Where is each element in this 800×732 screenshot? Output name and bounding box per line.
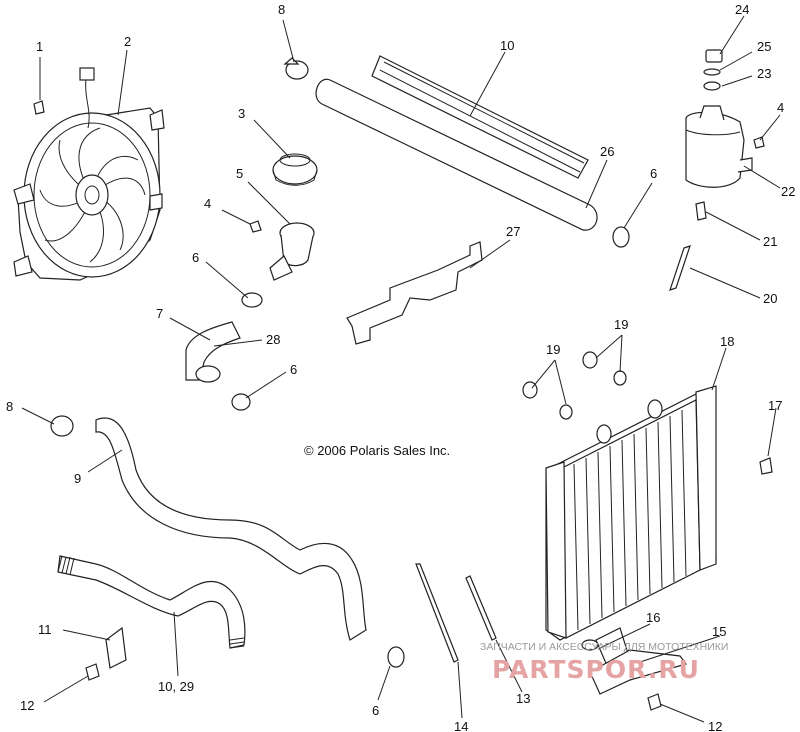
clamp-6d (387, 646, 405, 668)
callout-12a: 12 (20, 698, 34, 713)
callout-14: 14 (454, 719, 468, 732)
ring-23 (703, 81, 721, 91)
fan-assembly (13, 67, 165, 281)
radiator-cap-3 (272, 153, 318, 186)
clip-11 (105, 626, 127, 669)
callout-24: 24 (735, 2, 749, 17)
grommet-16 (581, 639, 599, 651)
filler-neck-5 (269, 222, 315, 281)
clamp-6c (612, 226, 630, 248)
clamp-8-left (50, 415, 74, 437)
tube-26 (315, 78, 598, 231)
callout-22: 22 (781, 184, 795, 199)
callout-6d: 6 (372, 703, 379, 718)
callout-19a: 19 (546, 342, 560, 357)
hose-7 (185, 321, 241, 381)
callout-6b: 6 (290, 362, 297, 377)
hose-9 (95, 417, 367, 641)
callout-5: 5 (236, 166, 243, 181)
leader-lines (21, 15, 781, 723)
clip-21 (695, 201, 707, 221)
callout-28: 28 (266, 332, 280, 347)
callout-21: 21 (763, 234, 777, 249)
callout-12b: 12 (708, 719, 722, 732)
clamp-6b (231, 393, 251, 411)
callout-4b: 4 (777, 100, 784, 115)
callout-19b: 19 (614, 317, 628, 332)
cap-24 (705, 49, 723, 63)
callout-17: 17 (768, 398, 782, 413)
callout-10a: 10 (500, 38, 514, 53)
radiator-18 (545, 385, 717, 669)
callout-23: 23 (757, 66, 771, 81)
callout-7: 7 (156, 306, 163, 321)
bolt-1 (33, 100, 45, 115)
bolt-12b (647, 693, 662, 711)
callout-15: 15 (712, 624, 726, 639)
bolt-12a (85, 663, 100, 681)
callout-2: 2 (124, 34, 131, 49)
rod-14 (415, 563, 459, 663)
callout-16: 16 (646, 610, 660, 625)
callout-6a: 6 (192, 250, 199, 265)
watermark-tagline: ЗАПЧАСТИ И АКСЕССУАРЫ ДЛЯ МОТОТЕХНИКИ (480, 641, 728, 653)
callout-18: 18 (720, 334, 734, 349)
bolt-4b (753, 136, 765, 149)
bracket-27 (346, 241, 483, 345)
callout-10-29: 10, 29 (158, 679, 194, 694)
hose-10 (371, 55, 589, 179)
hose-10-29 (57, 555, 246, 649)
rod-13 (465, 575, 497, 641)
callout-8a: 8 (278, 2, 285, 17)
callout-27: 27 (506, 224, 520, 239)
bracket-15 (589, 649, 688, 695)
bolt-17 (759, 457, 773, 475)
callout-13: 13 (516, 691, 530, 706)
callout-3: 3 (238, 106, 245, 121)
callout-8b: 8 (6, 399, 13, 414)
overflow-bottle-22 (685, 105, 753, 188)
hose-20 (669, 245, 691, 291)
callout-labels: 1 2 3 4 5 6 7 28 6 8 10 26 6 27 24 25 23… (6, 2, 795, 732)
watermark-brand: PARTSPOR.RU (492, 655, 700, 684)
callout-1: 1 (36, 39, 43, 54)
callout-26: 26 (600, 144, 614, 159)
callout-25: 25 (757, 39, 771, 54)
callout-4a: 4 (204, 196, 211, 211)
grommets-19 (522, 351, 627, 420)
callout-6c: 6 (650, 166, 657, 181)
callout-11: 11 (38, 622, 52, 637)
bolt-4 (249, 220, 262, 233)
callout-20: 20 (763, 291, 777, 306)
copyright-text: © 2006 Polaris Sales Inc. (304, 443, 450, 458)
callout-9: 9 (74, 471, 81, 486)
clamp-8-top (283, 57, 309, 80)
gasket-25 (703, 68, 721, 76)
